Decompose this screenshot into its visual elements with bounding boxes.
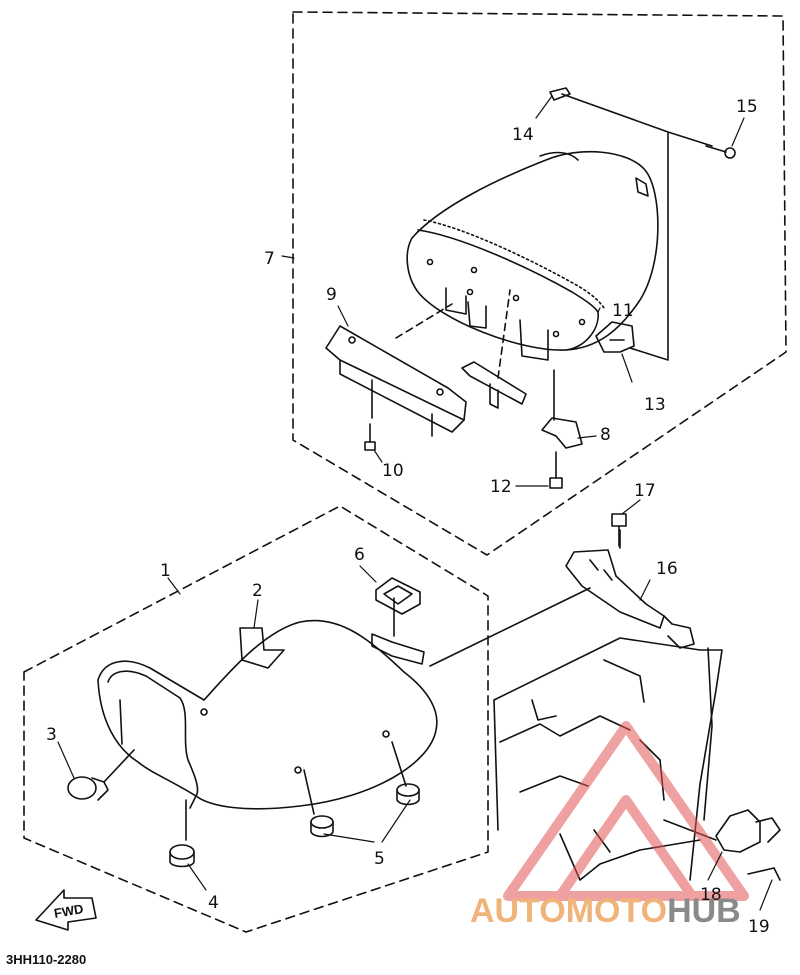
seat-tab-2 [239, 627, 285, 669]
fwd-label: FWD [53, 901, 85, 921]
callout-12: 12 [490, 477, 512, 497]
bolt-10 [364, 423, 376, 451]
callout-7: 7 [264, 249, 275, 269]
damper-6 [375, 577, 421, 615]
callout-6: 6 [354, 545, 365, 565]
callout-18: 18 [700, 885, 722, 905]
callout-1: 1 [160, 561, 171, 581]
plate [461, 361, 527, 409]
callout-13: 13 [644, 395, 666, 415]
damper-5 [303, 741, 420, 838]
lock-bracket-16 [565, 529, 695, 649]
callout-9: 9 [326, 285, 337, 305]
damper-3 [67, 749, 135, 801]
bracket-9 [325, 325, 467, 437]
bolt-19 [747, 867, 781, 881]
callout-labels: 7 9 10 8 12 11 13 14 15 17 16 1 2 6 3 4 … [46, 97, 770, 937]
callout-10: 10 [382, 461, 404, 481]
pin-14 [549, 87, 571, 101]
callout-4: 4 [208, 893, 219, 913]
damper-4 [169, 799, 195, 868]
rear-seat-cowl [406, 150, 659, 361]
watermark-text: AUTOMOTOHUB [470, 892, 741, 930]
callout-8: 8 [600, 425, 611, 445]
diagram-code: 3HH110-2280 [6, 952, 86, 967]
bracket-13 [595, 321, 635, 353]
watermark-text-colored: AUTOMOTO [470, 892, 667, 930]
callout-15: 15 [736, 97, 758, 117]
callout-14: 14 [512, 125, 534, 145]
callout-16: 16 [656, 559, 678, 579]
callout-2: 2 [252, 581, 263, 601]
main-seat [97, 619, 438, 810]
callout-5: 5 [374, 849, 385, 869]
callout-3: 3 [46, 725, 57, 745]
callout-19: 19 [748, 917, 770, 937]
assembly-7-dashed-outline [292, 11, 787, 556]
watermark-text-dark: HUB [667, 892, 741, 930]
assembly-1-dashed-outline [23, 505, 489, 933]
callout-11: 11 [612, 301, 634, 321]
bolt-12 [549, 451, 563, 489]
bracket-8 [541, 417, 583, 449]
seat-hook [371, 597, 425, 665]
callout-17: 17 [634, 481, 656, 501]
lock-18 [663, 809, 781, 853]
screw-15 [705, 145, 736, 159]
frame [493, 637, 723, 881]
fwd-arrow-icon [35, 889, 97, 931]
bolt-17 [611, 513, 627, 547]
watermark-logo-icon [503, 721, 749, 901]
